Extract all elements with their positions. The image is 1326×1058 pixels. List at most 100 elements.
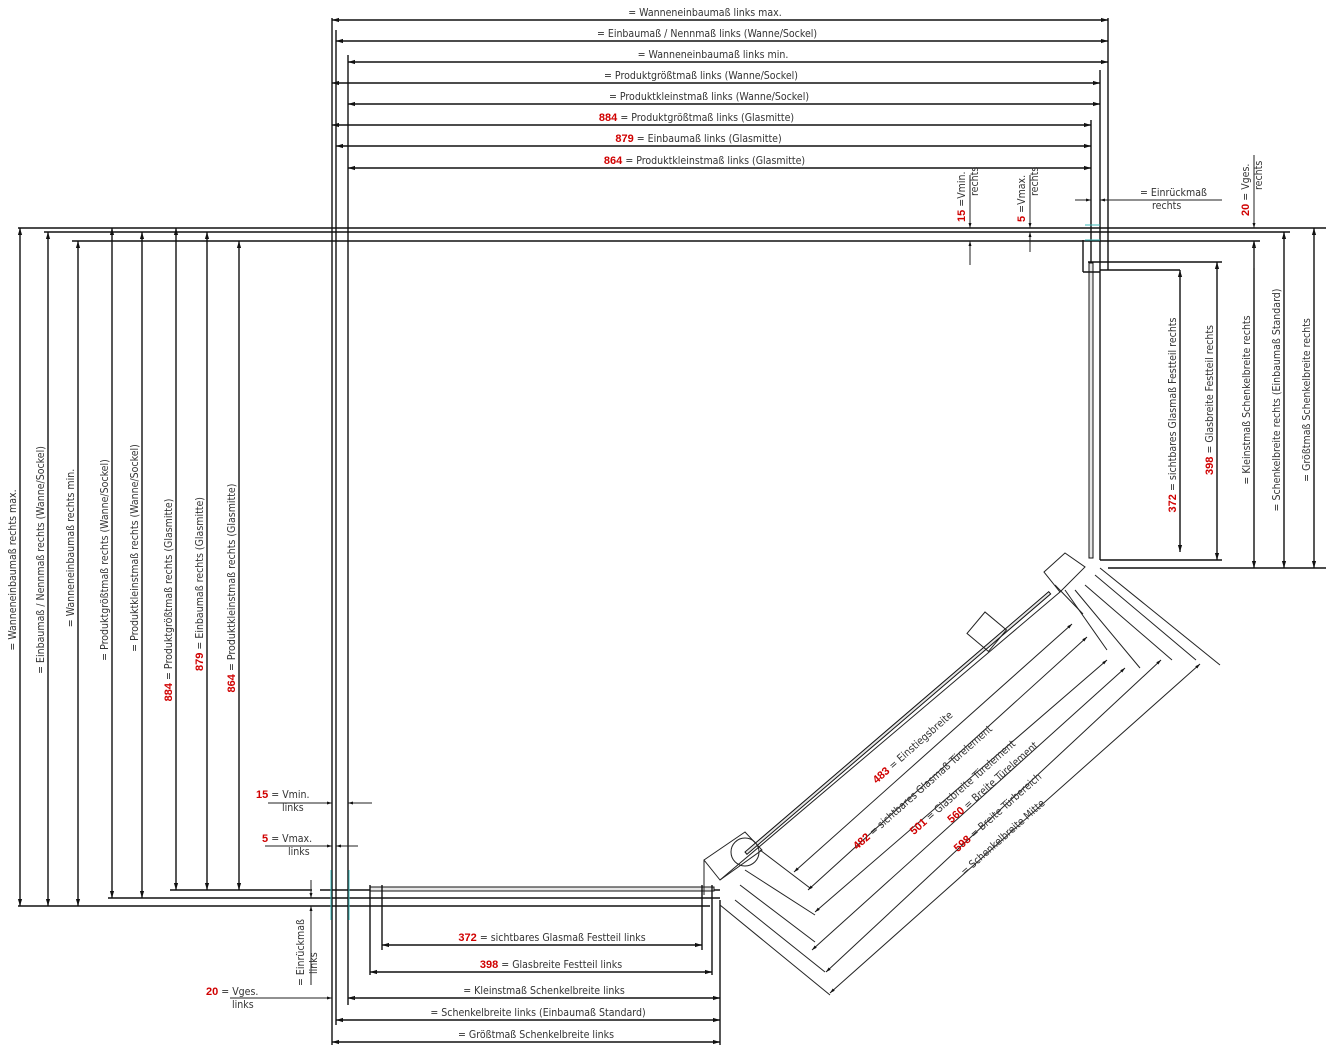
dimension-value: 372 (1167, 491, 1179, 512)
vmax-rechts: 5 =Vmax.rechts (1016, 167, 1041, 222)
top-dimension-text: 884 = Produktgrößtmaß links (Glasmitte) (599, 112, 794, 124)
vmin-links: 15 = Vmin.links (256, 789, 310, 814)
svg-text:= Produktkleinstmaß links (Wan: = Produktkleinstmaß links (Wanne/Sockel) (609, 91, 809, 103)
dimension-value: 864 (226, 671, 238, 692)
vmin-rechts: 15 =Vmin.rechts (956, 167, 981, 222)
svg-text:879 = Einbaumaß rechts (Glasm: 879 = Einbaumaß rechts (Glasmitte) (194, 497, 206, 671)
dimension-label: = Wanneneinbaumaß rechts min. (65, 469, 77, 627)
fixed-panel-right (1082, 240, 1100, 559)
dimension-label: = Größtmaß Schenkelbreite links (458, 1029, 614, 1041)
right-dimension-text: 398 = Glasbreite Festteil rechts (1204, 325, 1216, 475)
right-dimension-text: = Kleinstmaß Schenkelbreite rechts (1241, 315, 1253, 484)
offset-label: =Vmin. (956, 172, 968, 207)
left-dimension-text: 864 = Produktkleinstmaß rechts (Glasmitt… (226, 484, 238, 693)
dimension-label: = Wanneneinbaumaß links min. (638, 49, 789, 61)
svg-text:= Wanneneinbaumaß rechts min.: = Wanneneinbaumaß rechts min. (65, 469, 77, 627)
left-dimension-text: 884 = Produktgrößtmaß rechts (Glasmitte) (163, 499, 175, 702)
bottom-dimension-text: = Kleinstmaß Schenkelbreite links (463, 985, 625, 997)
bottom-dimension-text: = Schenkelbreite links (Einbaumaß Standa… (430, 1007, 645, 1019)
dimension-labels: = Wanneneinbaumaß links max. = Einbaumaß … (7, 7, 1313, 1041)
svg-text:= Wanneneinbaumaß links min.: = Wanneneinbaumaß links min. (638, 49, 789, 61)
left-dimension-text: = Produktgrößtmaß rechts (Wanne/Sockel) (99, 459, 111, 661)
dimension-label: = Produktgrößtmaß rechts (Glasmitte) (163, 499, 175, 680)
dimension-label: = Glasbreite Festteil rechts (1204, 325, 1216, 454)
svg-text:= Einbaumaß / Nennmaß links (W: = Einbaumaß / Nennmaß links (Wanne/Socke… (597, 28, 817, 40)
dimension-label: = Größtmaß Schenkelbreite rechts (1301, 318, 1313, 482)
svg-text:5 =Vmax.: 5 =Vmax. (1016, 175, 1028, 222)
dimension-label: = Schenkelbreite links (Einbaumaß Standa… (430, 1007, 645, 1019)
svg-text:372 = sichtbares Glasmaß Fest: 372 = sichtbares Glasmaß Festteil links (458, 932, 645, 944)
dimension-label: = Kleinstmaß Schenkelbreite rechts (1241, 315, 1253, 484)
dimension-value: 884 (163, 680, 175, 701)
offset-label: =Vmax. (1016, 175, 1028, 213)
svg-text:20 = Vges.: 20 = Vges. (1240, 164, 1252, 216)
svg-text:= Produktgrößtmaß rechts (Wann: = Produktgrößtmaß rechts (Wanne/Sockel) (99, 459, 111, 661)
dimension-value: 398 (480, 959, 501, 971)
door-section (703, 552, 1221, 996)
svg-text:= Einrückmaß: = Einrückmaß (295, 919, 307, 986)
dimension-label: = Einbaumaß / Nennmaß links (Wanne/Socke… (597, 28, 817, 40)
svg-text:= Produktgrößtmaß links (Wanne: = Produktgrößtmaß links (Wanne/Sockel) (604, 70, 798, 82)
dimension-label: = Produktkleinstmaß rechts (Wanne/Sockel… (129, 444, 141, 652)
dimension-label: = Einbaumaß rechts (Glasmitte) (194, 497, 206, 650)
offset-value: 15 (956, 207, 968, 222)
top-dimension-lines (332, 17, 1108, 171)
left-dimension-lines (17, 228, 242, 906)
offset-label: = Vges. (1240, 164, 1252, 201)
svg-text:= Größtmaß Schenkelbreite link: = Größtmaß Schenkelbreite links (458, 1029, 614, 1041)
top-dimension-text: = Einbaumaß / Nennmaß links (Wanne/Socke… (597, 28, 817, 40)
svg-text:= Kleinstmaß Schenkelbreite li: = Kleinstmaß Schenkelbreite links (463, 985, 625, 997)
top-dimension-text: = Wanneneinbaumaß links max. (628, 7, 782, 19)
offset-value: 5 (1016, 213, 1028, 222)
dimension-label: = sichtbares Glasmaß Festteil rechts (1167, 317, 1179, 491)
svg-text:= Produktkleinstmaß rechts (Wa: = Produktkleinstmaß rechts (Wanne/Sockel… (129, 444, 141, 652)
bottom-dimension-text: 372 = sichtbares Glasmaß Festteil links (458, 932, 645, 944)
dimension-label: = Produktkleinstmaß links (Glasmitte) (625, 155, 805, 167)
top-dimension-text: = Produktkleinstmaß links (Wanne/Sockel) (609, 91, 809, 103)
offset-label: = Vmin. (271, 789, 309, 801)
top-dimension-text: 879 = Einbaumaß links (Glasmitte) (615, 133, 781, 145)
offset-sub-label: rechts (1152, 200, 1181, 212)
left-dimension-text: = Einbaumaß / Nennmaß rechts (Wanne/Sock… (35, 446, 47, 674)
svg-text:884 = Produktgrößtmaß links (: 884 = Produktgrößtmaß links (Glasmitte) (599, 112, 794, 124)
svg-text:= Wanneneinbaumaß rechts max.: = Wanneneinbaumaß rechts max. (7, 489, 19, 650)
left-dimension-text: = Wanneneinbaumaß rechts min. (65, 469, 77, 627)
offset-sub-label: links (308, 952, 320, 974)
vges-rechts: 20 = Vges.rechts (1240, 161, 1265, 216)
dimension-label: = Einbaumaß / Nennmaß rechts (Wanne/Sock… (35, 446, 47, 674)
svg-text:= Einbaumaß / Nennmaß rechts (: = Einbaumaß / Nennmaß rechts (Wanne/Sock… (35, 446, 47, 674)
svg-text:5 = Vmax.: 5 = Vmax. (262, 833, 312, 845)
svg-text:= Kleinstmaß Schenkelbreite re: = Kleinstmaß Schenkelbreite rechts (1241, 315, 1253, 484)
fixed-panel-left (369, 885, 721, 1045)
svg-text:15 = Vmin.: 15 = Vmin. (256, 789, 310, 801)
offset-sub-label: links (282, 802, 304, 814)
dimension-label: = Einbaumaß links (Glasmitte) (637, 133, 782, 145)
offset-label: = Einrückmaß (1140, 187, 1207, 199)
dimension-label: = Produktkleinstmaß links (Wanne/Sockel) (609, 91, 809, 103)
svg-text:= Einrückmaß: = Einrückmaß (1140, 187, 1207, 199)
top-dimension-text: = Produktgrößtmaß links (Wanne/Sockel) (604, 70, 798, 82)
offset-sub-label: rechts (1253, 161, 1265, 190)
offset-label: = Vmax. (271, 833, 312, 845)
right-dimension-text: = Schenkelbreite rechts (Einbaumaß Stand… (1271, 289, 1283, 512)
svg-text:20 = Vges.: 20 = Vges. (206, 986, 258, 998)
offset-sub-label: links (232, 999, 254, 1011)
offset-sub-label: rechts (969, 167, 981, 196)
svg-text:398 = Glasbreite Festteil lin: 398 = Glasbreite Festteil links (480, 959, 622, 971)
svg-text:879 = Einbaumaß links (Glasmi: 879 = Einbaumaß links (Glasmitte) (615, 133, 781, 145)
svg-text:884 = Produktgrößtmaß rechts: 884 = Produktgrößtmaß rechts (Glasmitte) (163, 499, 175, 702)
top-dimension-text: 864 = Produktkleinstmaß links (Glasmitte… (604, 155, 805, 167)
svg-text:= Schenkelbreite rechts (Einba: = Schenkelbreite rechts (Einbaumaß Stand… (1271, 289, 1283, 512)
svg-text:398 = Glasbreite Festteil rec: 398 = Glasbreite Festteil rechts (1204, 325, 1216, 475)
dimension-label: = Schenkelbreite rechts (Einbaumaß Stand… (1271, 289, 1283, 512)
dimension-label: = Produktkleinstmaß rechts (Glasmitte) (226, 484, 238, 671)
offset-value: 15 (256, 789, 271, 801)
offset-sub-label: links (288, 846, 310, 858)
offset-label: = Vges. (221, 986, 258, 998)
dimension-label: = Glasbreite Festteil links (501, 959, 622, 971)
offset-sub-label: rechts (1029, 167, 1041, 196)
bottom-dimension-text: = Größtmaß Schenkelbreite links (458, 1029, 614, 1041)
